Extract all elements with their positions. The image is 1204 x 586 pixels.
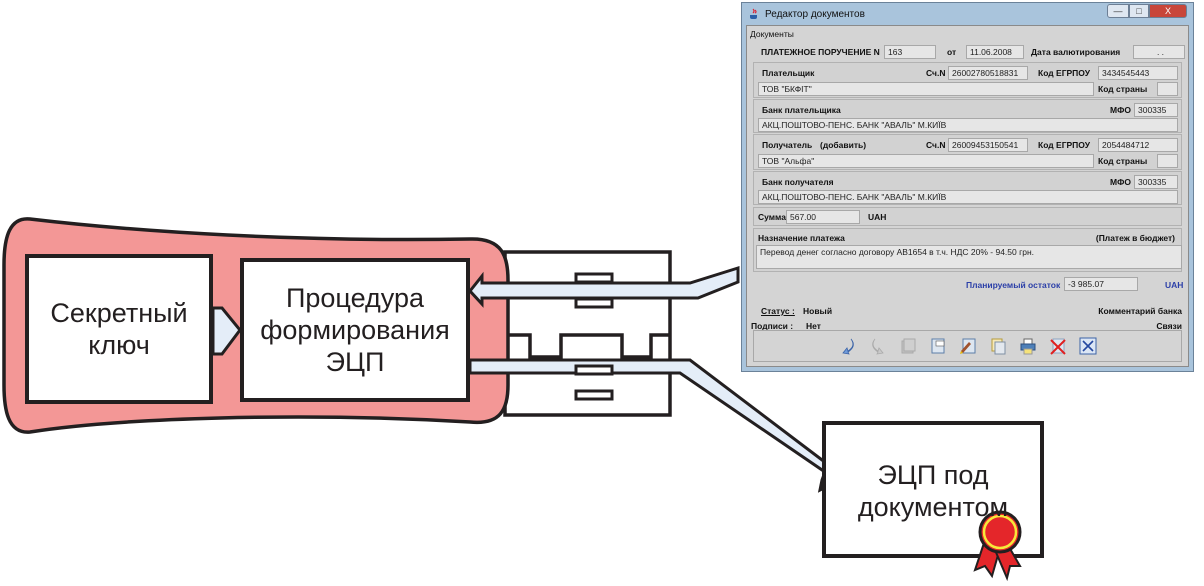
connector-bottom-upper bbox=[574, 364, 614, 376]
payer-name-field[interactable]: ТОВ "БКФІТ" bbox=[758, 82, 1094, 96]
window-client-area: Документы ПЛАТЕЖНОЕ ПОРУЧЕНИЕ N 163 от 1… bbox=[746, 25, 1189, 367]
recipient-add-link[interactable]: (добавить) bbox=[820, 140, 867, 150]
recipient-bank-label: Банк получателя bbox=[762, 177, 834, 187]
amount-currency: UAH bbox=[868, 212, 887, 222]
close-icon bbox=[1079, 337, 1096, 355]
recipient-mfo-field[interactable]: 300335 bbox=[1134, 175, 1178, 189]
status-link[interactable]: Статус : bbox=[761, 306, 795, 316]
sign-button[interactable] bbox=[958, 336, 978, 356]
signatures-value: Нет bbox=[806, 321, 821, 331]
recipient-code-label: Код ЕГРПОУ bbox=[1038, 140, 1090, 150]
duplicate-icon bbox=[991, 338, 1005, 355]
payer-code-field[interactable]: 3434545443 bbox=[1098, 66, 1178, 80]
print-icon bbox=[1020, 338, 1035, 355]
doc-type-label: ПЛАТЕЖНОЕ ПОРУЧЕНИЕ N bbox=[761, 47, 880, 57]
delete-icon bbox=[1049, 338, 1066, 355]
recipient-country-field[interactable] bbox=[1157, 154, 1178, 168]
close-document-button[interactable] bbox=[1078, 336, 1098, 356]
recipient-mfo-label: МФО bbox=[1110, 177, 1131, 187]
procedure-label: Процедура формирования ЭЦП bbox=[260, 283, 450, 377]
recipient-account-field[interactable]: 26009453150541 bbox=[948, 138, 1028, 152]
signatures-label: Подписи : bbox=[751, 321, 794, 331]
undo-icon bbox=[841, 338, 854, 355]
copy-disabled-icon bbox=[901, 338, 915, 354]
close-window-button[interactable]: X bbox=[1149, 4, 1187, 18]
payer-mfo-label: МФО bbox=[1110, 105, 1131, 115]
duplicate-button[interactable] bbox=[988, 336, 1008, 356]
key-to-procedure-arrow bbox=[211, 306, 242, 356]
java-cup-icon bbox=[750, 8, 757, 19]
menu-documents[interactable]: Документы bbox=[750, 29, 794, 39]
doc-number-field[interactable]: 163 bbox=[884, 45, 936, 59]
payer-country-label: Код страны bbox=[1098, 84, 1148, 94]
payer-group: Плательщик Сч.N 26002780518831 Код ЕГРПО… bbox=[753, 62, 1182, 98]
valuation-date-field[interactable]: . . bbox=[1133, 45, 1185, 59]
maximize-button[interactable]: □ bbox=[1129, 4, 1149, 18]
payer-bank-name-field[interactable]: АКЦ.ПОШТОВО-ПЕНС. БАНК "АВАЛЬ" М.КИЇВ bbox=[758, 118, 1178, 132]
new-document-button[interactable] bbox=[928, 336, 948, 356]
window-titlebar[interactable]: Редактор документов — □ X bbox=[742, 3, 1193, 25]
payer-label: Плательщик bbox=[762, 68, 815, 78]
document-editor-window: Редактор документов — □ X Документы ПЛАТ… bbox=[741, 2, 1194, 372]
amount-label: Сумма bbox=[758, 212, 786, 222]
recipient-name-field[interactable]: ТОВ "Альфа" bbox=[758, 154, 1094, 168]
payer-bank-label: Банк плательщика bbox=[762, 105, 841, 115]
new-document-icon bbox=[931, 338, 944, 354]
purpose-group: Назначение платежа (Платеж в бюджет) Пер… bbox=[753, 228, 1182, 272]
payer-bank-group: Банк плательщика МФО 300335 АКЦ.ПОШТОВО-… bbox=[753, 99, 1182, 133]
secret-key-box bbox=[25, 254, 213, 404]
payer-country-field[interactable] bbox=[1157, 82, 1178, 96]
budget-payment-link[interactable]: (Платеж в бюджет) bbox=[1095, 233, 1175, 243]
connector-top-lower bbox=[574, 297, 614, 309]
secret-key-label: Секретный ключ bbox=[50, 298, 188, 360]
valuation-date-label: Дата валютирования bbox=[1031, 47, 1121, 57]
date-field[interactable]: 11.06.2008 bbox=[966, 45, 1024, 59]
purpose-field[interactable]: Перевод денег согласно договору АВ1654 в… bbox=[756, 245, 1182, 269]
recipient-bank-name-field[interactable]: АКЦ.ПОШТОВО-ПЕНС. БАНК "АВАЛЬ" М.КИЇВ bbox=[758, 190, 1178, 204]
purpose-label: Назначение платежа bbox=[758, 233, 845, 243]
recipient-bank-group: Банк получателя МФО 300335 АКЦ.ПОШТОВО-П… bbox=[753, 171, 1182, 205]
links-link[interactable]: Связи bbox=[1156, 321, 1182, 331]
procedure-box bbox=[240, 258, 470, 402]
recipient-code-field[interactable]: 2054484712 bbox=[1098, 138, 1178, 152]
amount-field[interactable]: 567.00 bbox=[786, 210, 860, 224]
status-value: Новый bbox=[803, 306, 833, 316]
recipient-account-label: Сч.N bbox=[926, 140, 946, 150]
redo-button[interactable] bbox=[868, 336, 888, 356]
signature-label: ЭЦП под документом bbox=[857, 460, 1009, 522]
document-toolbar bbox=[753, 330, 1182, 362]
recipient-group: Получатель (добавить) Сч.N 2600945315054… bbox=[753, 134, 1182, 170]
date-label: от bbox=[947, 47, 957, 57]
payer-account-field[interactable]: 26002780518831 bbox=[948, 66, 1028, 80]
signature-box bbox=[822, 421, 1044, 558]
payer-account-label: Сч.N bbox=[926, 68, 946, 78]
redo-icon bbox=[871, 338, 884, 355]
minimize-button[interactable]: — bbox=[1107, 4, 1129, 18]
connector-bottom-lower bbox=[574, 389, 614, 401]
recipient-country-label: Код страны bbox=[1098, 156, 1148, 166]
print-button[interactable] bbox=[1018, 336, 1038, 356]
payer-code-label: Код ЕГРПОУ bbox=[1038, 68, 1090, 78]
amount-group: Сумма 567.00 UAH bbox=[753, 207, 1182, 226]
seal-icon bbox=[973, 510, 1022, 582]
connector-top-upper bbox=[574, 272, 614, 284]
planned-balance-field: -3 985.07 bbox=[1064, 277, 1138, 291]
planned-balance-currency: UAH bbox=[1165, 280, 1184, 290]
undo-button[interactable] bbox=[838, 336, 858, 356]
planned-balance-label: Планируемый остаток bbox=[966, 280, 1061, 290]
channel-wave-line bbox=[505, 333, 670, 359]
bank-comment-link[interactable]: Комментарий банка bbox=[1098, 306, 1182, 316]
copy-disabled-button[interactable] bbox=[898, 336, 918, 356]
payer-mfo-field[interactable]: 300335 bbox=[1134, 103, 1178, 117]
delete-button[interactable] bbox=[1048, 336, 1068, 356]
recipient-label: Получатель bbox=[762, 140, 813, 150]
sign-icon bbox=[959, 338, 975, 354]
window-title: Редактор документов bbox=[765, 8, 865, 20]
